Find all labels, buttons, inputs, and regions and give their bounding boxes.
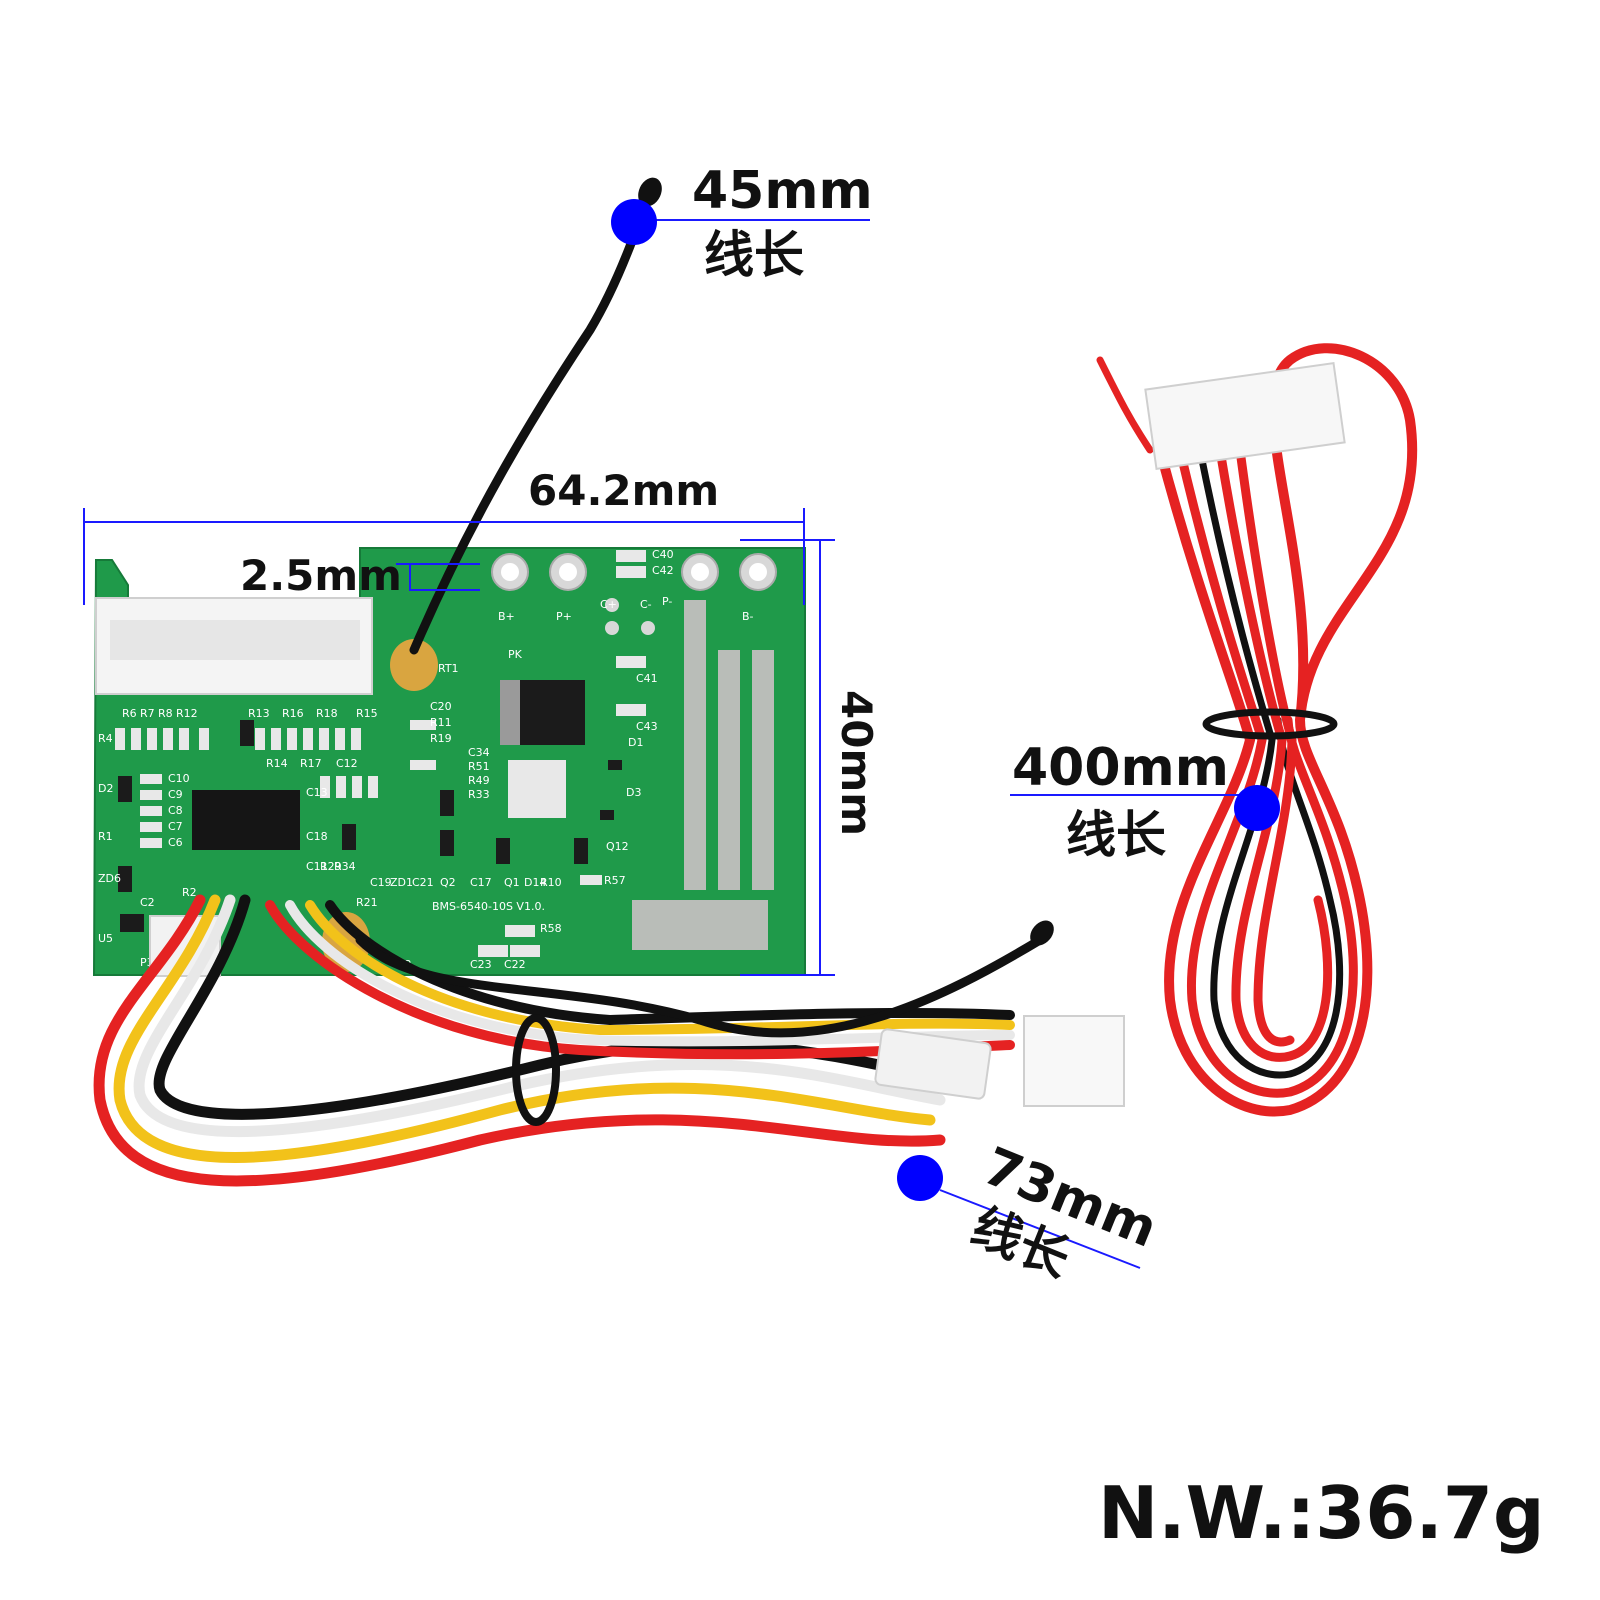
svg-text:R2: R2 — [182, 886, 197, 899]
svg-text:R33: R33 — [468, 788, 490, 801]
svg-text:R4: R4 — [98, 732, 113, 745]
pcb-model-label: BMS-6540-10S V1.0. — [432, 900, 545, 913]
svg-text:C7: C7 — [168, 820, 183, 833]
svg-text:R10: R10 — [540, 876, 562, 889]
svg-text:R6: R6 — [122, 707, 137, 720]
svg-text:C40: C40 — [652, 548, 674, 561]
svg-text:R29: R29 — [320, 860, 342, 873]
svg-text:C10: C10 — [168, 772, 190, 785]
cable-tie-icon — [512, 1014, 560, 1126]
pcb-board: B+ P+ C+ C- P- B- PK BMS-6540-10S V1.0. — [92, 547, 806, 977]
svg-text:Q12: Q12 — [606, 840, 629, 853]
svg-text:R49: R49 — [468, 774, 490, 787]
silkscreen-refs: R6 R7 R8 R12 R13 R16 R18 R15 R4 R14 R17 … — [98, 548, 674, 971]
pad-label: B+ — [498, 610, 515, 623]
svg-text:C13: C13 — [306, 786, 328, 799]
pad-label: B- — [742, 610, 754, 623]
balance-lead-caption: 线长 — [1066, 806, 1166, 864]
svg-text:C20: C20 — [430, 700, 452, 713]
pad-label: P+ — [556, 610, 572, 623]
balance-lead-bundle — [1096, 343, 1418, 1117]
board-width-label: 64.2mm — [528, 466, 719, 515]
svg-text:R16: R16 — [282, 707, 304, 720]
svg-text:C43: C43 — [636, 720, 658, 733]
svg-text:RT1: RT1 — [438, 662, 459, 675]
svg-text:C12: C12 — [336, 757, 358, 770]
svg-text:R17: R17 — [300, 757, 322, 770]
svg-text:D3: D3 — [626, 786, 641, 799]
svg-text:C17: C17 — [470, 876, 492, 889]
svg-text:C42: C42 — [652, 564, 674, 577]
svg-text:ZD1: ZD1 — [390, 876, 413, 889]
svg-text:R13: R13 — [248, 707, 270, 720]
thermistor-solder — [390, 639, 438, 691]
board-height-label: 40mm — [832, 690, 881, 836]
thermistor-caption: 线长 — [704, 226, 804, 284]
transistors — [118, 720, 622, 932]
mounting-holes — [491, 553, 777, 635]
copper-strip — [752, 650, 774, 890]
balance-header — [95, 597, 373, 695]
svg-text:C11: C11 — [306, 860, 328, 873]
svg-text:C22: C22 — [504, 958, 526, 971]
pad-label: C+ — [600, 598, 617, 611]
svg-text:R14: R14 — [266, 757, 288, 770]
marker-dot — [897, 1155, 943, 1201]
svg-text:C8: C8 — [168, 804, 183, 817]
marker-dot — [1234, 785, 1280, 831]
copper-pad — [632, 900, 768, 950]
svg-text:R19: R19 — [430, 732, 452, 745]
net-weight-label: N.W.:36.7g — [1098, 1471, 1544, 1555]
svg-text:R12: R12 — [176, 707, 198, 720]
svg-text:C18: C18 — [306, 830, 328, 843]
svg-text:R21: R21 — [356, 896, 378, 909]
svg-text:R1: R1 — [98, 830, 113, 843]
svg-text:R18: R18 — [316, 707, 338, 720]
copper-strip — [684, 600, 706, 890]
svg-text:R51: R51 — [468, 760, 490, 773]
pk-marking: PK — [508, 648, 523, 661]
pad-label: C- — [640, 598, 652, 611]
svg-text:D2: D2 — [98, 782, 113, 795]
main-ic — [192, 790, 300, 850]
svg-text:ZD6: ZD6 — [98, 872, 121, 885]
svg-text:C34: C34 — [468, 746, 490, 759]
harness-cable — [93, 894, 1045, 1187]
svg-text:C41: C41 — [636, 672, 658, 685]
svg-text:U5: U5 — [98, 932, 113, 945]
svg-text:C9: C9 — [168, 788, 183, 801]
smd-components — [115, 550, 646, 957]
resistor-array — [508, 760, 566, 818]
svg-text:R57: R57 — [604, 874, 626, 887]
svg-text:Q2: Q2 — [440, 876, 456, 889]
copper-strip — [718, 650, 740, 890]
svg-text:C23: C23 — [470, 958, 492, 971]
svg-text:R58: R58 — [540, 922, 562, 935]
svg-text:R7: R7 — [140, 707, 155, 720]
svg-text:R11: R11 — [430, 716, 452, 729]
svg-text:C2: C2 — [140, 896, 155, 909]
svg-text:R8: R8 — [158, 707, 173, 720]
marker-dot — [611, 199, 657, 245]
svg-text:Q1: Q1 — [504, 876, 520, 889]
svg-text:C21: C21 — [412, 876, 434, 889]
harness-connector-icon — [874, 1015, 1125, 1107]
balance-connector-icon — [1144, 362, 1346, 470]
svg-text:C6: C6 — [168, 836, 183, 849]
dimension-lines — [83, 219, 1260, 1269]
thermistor-length-label: 45mm — [692, 161, 873, 221]
svg-text:R34: R34 — [334, 860, 356, 873]
thermistor-probe-icon — [1030, 920, 1054, 946]
svg-text:R15: R15 — [356, 707, 378, 720]
pad-label: P- — [662, 595, 672, 608]
svg-text:D14: D14 — [524, 876, 546, 889]
balance-lead-length-label: 400mm — [1012, 738, 1229, 798]
svg-text:C19: C19 — [370, 876, 392, 889]
hole-offset-label: 2.5mm — [240, 551, 402, 600]
svg-text:D1: D1 — [628, 736, 643, 749]
